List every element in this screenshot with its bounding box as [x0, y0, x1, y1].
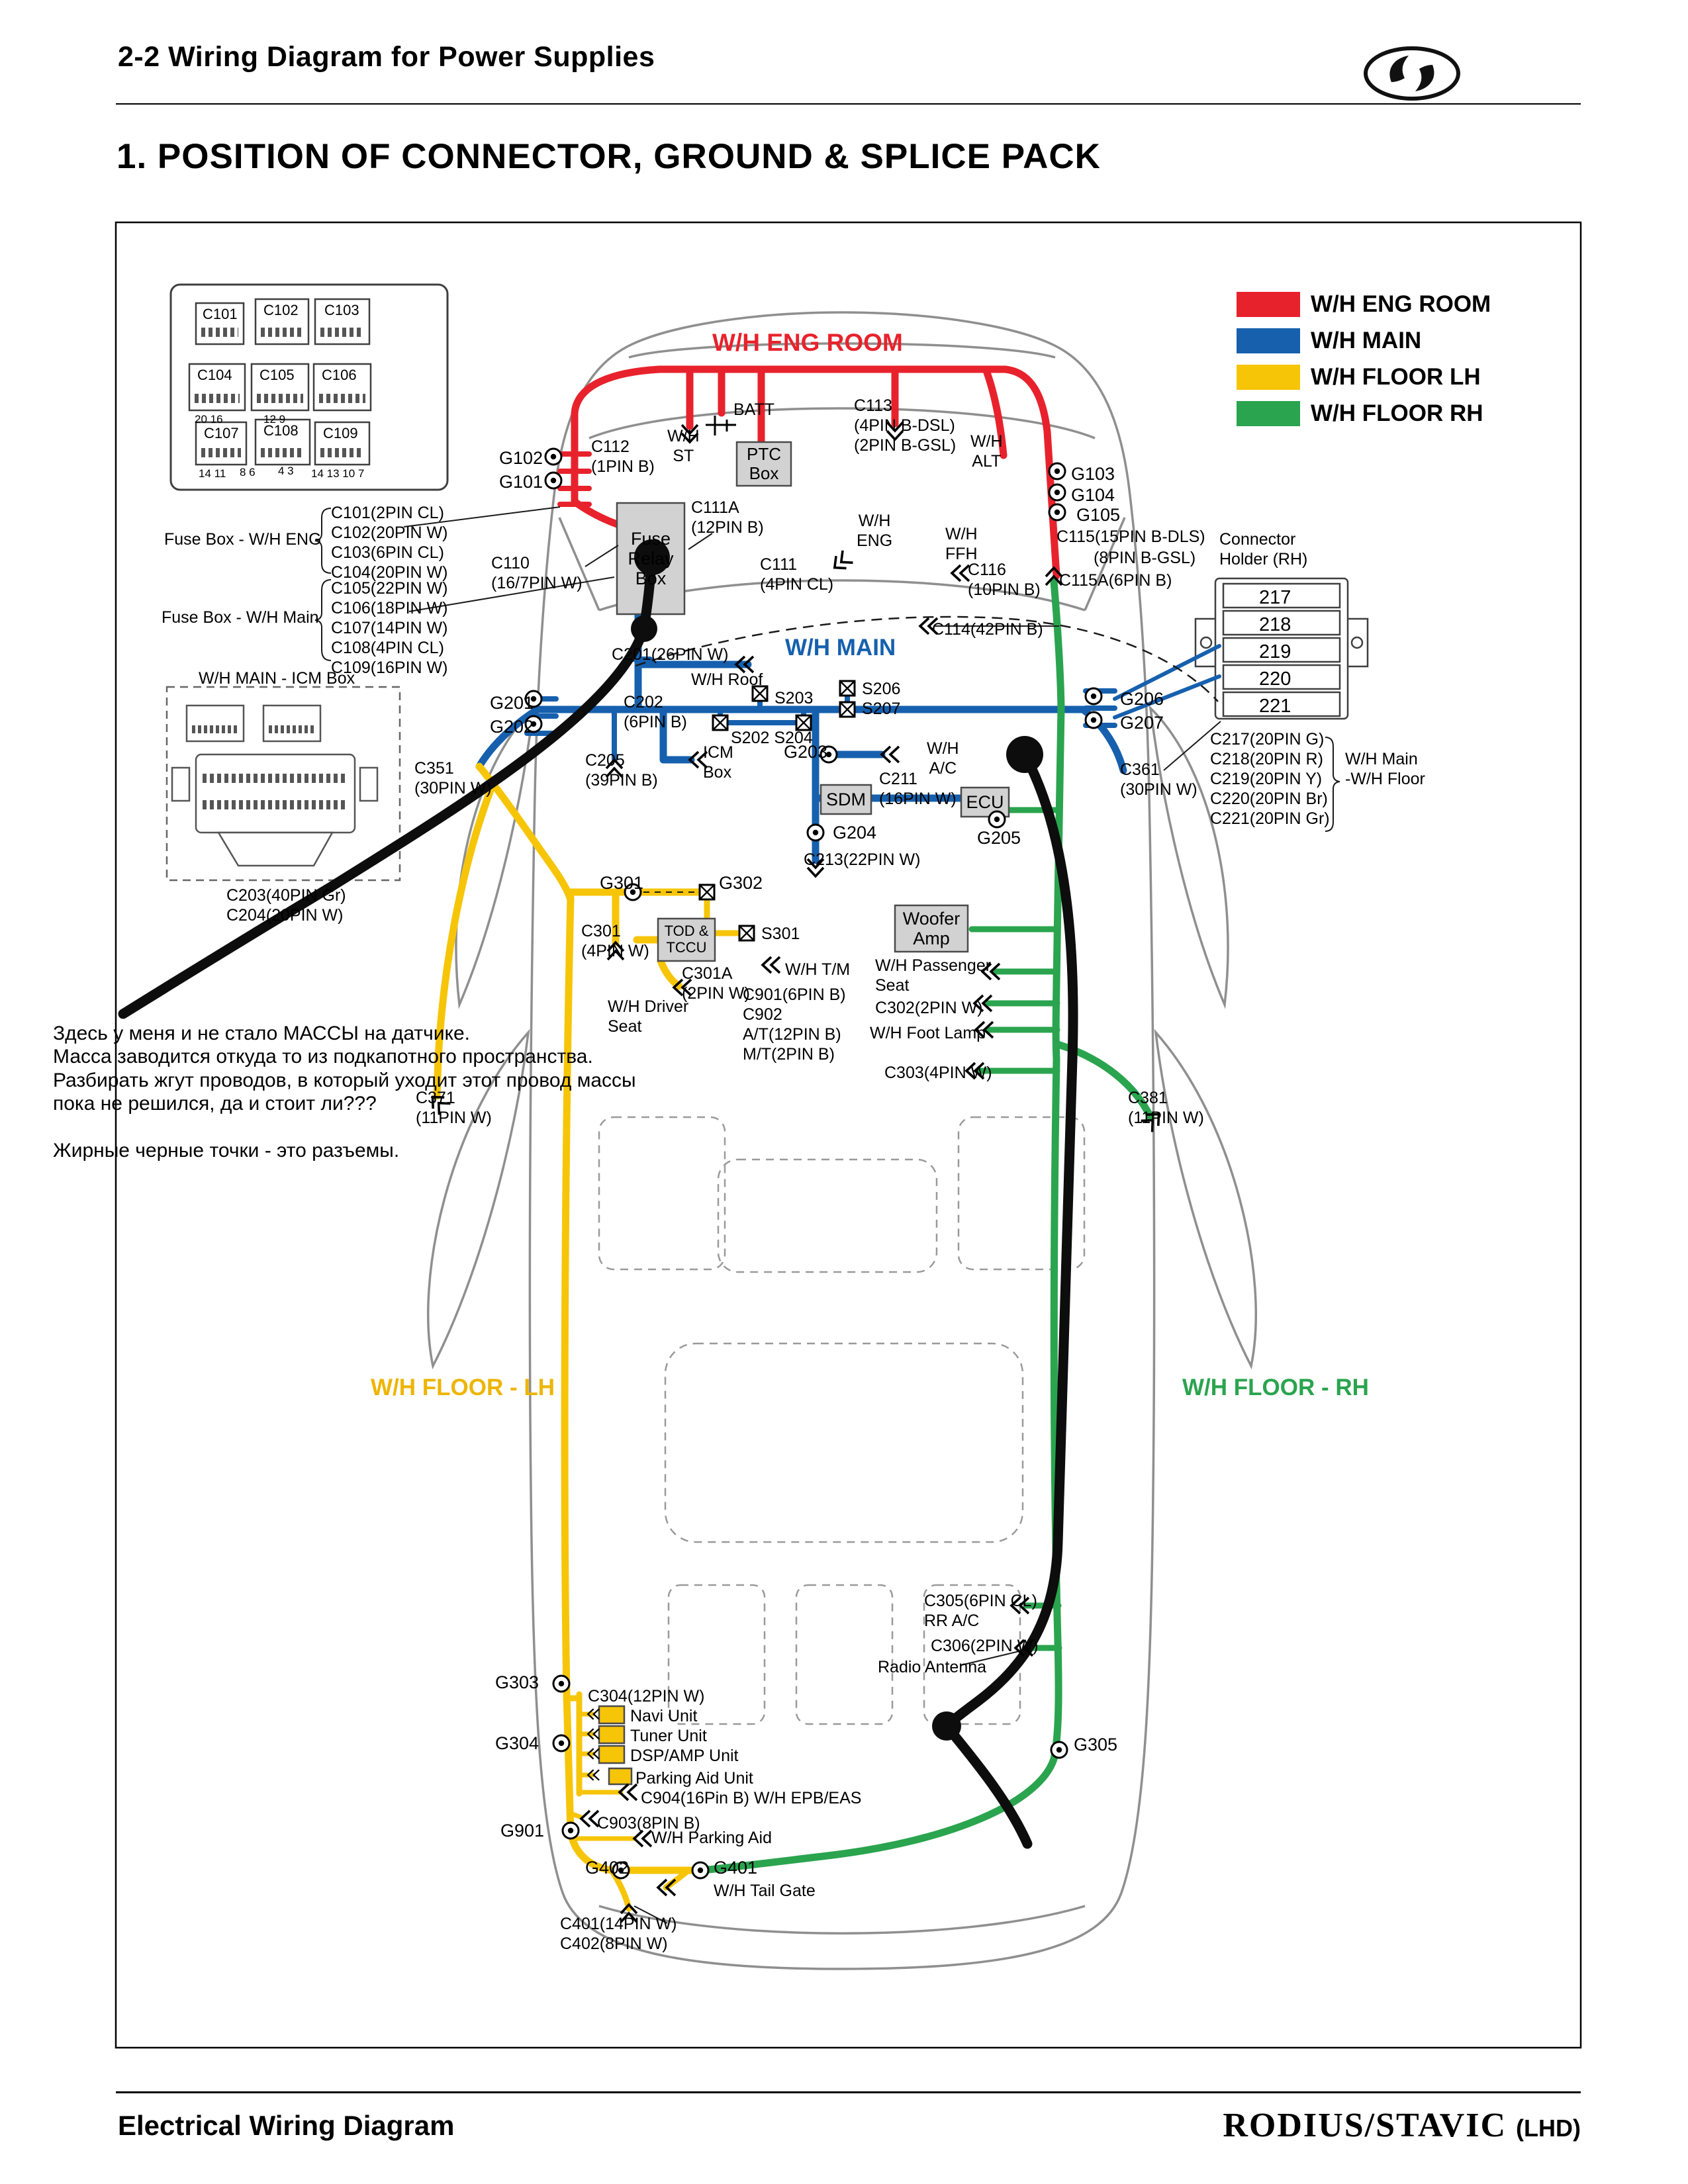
seat-outlines [598, 1116, 1086, 1725]
battery-icon [706, 416, 736, 435]
car-outline [427, 311, 1257, 1970]
legend-label: W/H FLOOR LH [1311, 364, 1481, 390]
fusebox-drawing [169, 283, 449, 491]
connector-holder-drawing [1194, 577, 1369, 720]
annotation-note: Здесь у меня и не стало МАССЫ на датчике… [53, 1023, 636, 1161]
footer-divider [116, 2091, 1581, 2093]
legend-swatch [1237, 328, 1300, 353]
legend-label: W/H FLOOR RH [1311, 400, 1483, 426]
ground-wires [118, 539, 1078, 1849]
leader-lines [314, 506, 1340, 1924]
legend-item: W/H MAIN [1237, 328, 1491, 354]
header-divider [116, 103, 1581, 105]
brand-wordmark: RODIUS/STAVIC [1223, 2107, 1507, 2144]
icm-box-drawing [165, 686, 401, 882]
legend: W/H ENG ROOM W/H MAIN W/H FLOOR LH W/H FLOO… [1237, 291, 1491, 427]
legend-label: W/H ENG ROOM [1311, 291, 1491, 317]
brand-logo-icon [1364, 46, 1460, 101]
brand-variant: (LHD) [1516, 2115, 1581, 2142]
page-header-title: 2-2 Wiring Diagram for Power Supplies [118, 41, 655, 73]
footer-brand-group: RODIUS/STAVIC (LHD) [1223, 2106, 1581, 2145]
legend-swatch [1237, 365, 1300, 390]
diagram-frame [115, 221, 1582, 2049]
harness-eng-room [557, 365, 1060, 580]
footer-title: Electrical Wiring Diagram [118, 2110, 455, 2141]
legend-swatch [1237, 292, 1300, 317]
legend-label: W/H MAIN [1311, 328, 1422, 353]
legend-swatch [1237, 401, 1300, 426]
legend-item: W/H ENG ROOM [1237, 291, 1491, 318]
legend-item: W/H FLOOR LH [1237, 364, 1491, 390]
section-title: 1. POSITION OF CONNECTOR, GROUND & SPLIC… [117, 137, 1101, 176]
legend-item: W/H FLOOR RH [1237, 400, 1491, 427]
